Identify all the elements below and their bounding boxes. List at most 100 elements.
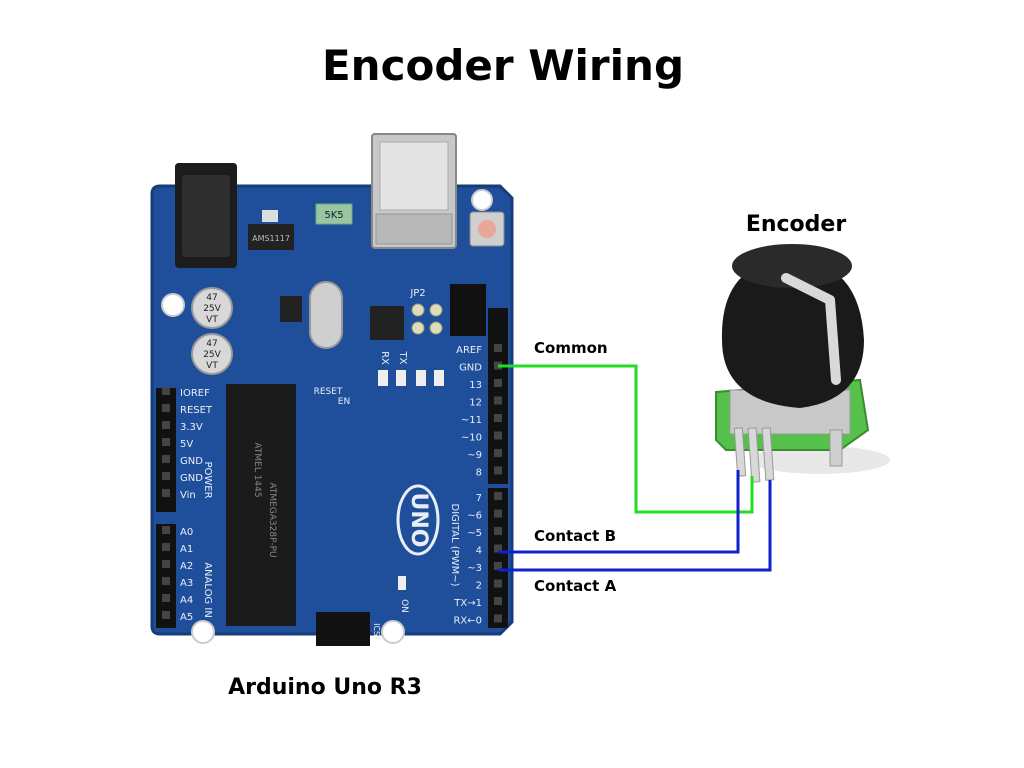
mount-hole: [471, 189, 493, 211]
header-pin: [162, 404, 170, 412]
header-pin: [494, 509, 502, 518]
svg-text:25V: 25V: [203, 350, 221, 360]
header-pin: [494, 597, 502, 605]
svg-text:UNO: UNO: [406, 493, 431, 548]
header-pin: [494, 396, 502, 405]
uno-logo: UNO: [396, 484, 440, 556]
svg-text:JP2: JP2: [409, 288, 425, 299]
mount-hole: [161, 293, 185, 317]
pin-label: RESET: [180, 405, 213, 416]
pin-label: IOREF: [180, 388, 210, 399]
mount-hole: [381, 620, 405, 644]
page-title: Encoder Wiring: [322, 41, 684, 90]
svg-text:RESET: RESET: [314, 387, 343, 397]
wire-contact-b: [498, 470, 740, 554]
icsp-header-bottom: [316, 612, 370, 646]
svg-text:TX: TX: [397, 351, 408, 365]
svg-text:25V: 25V: [203, 304, 221, 314]
header-pin: [162, 421, 170, 429]
atmega-chip: [226, 384, 296, 626]
pin-label: A4: [180, 595, 193, 606]
pin-label: 4: [476, 546, 482, 557]
svg-text:ATMEGA328P-PU: ATMEGA328P-PU: [267, 482, 277, 557]
header-pin: [162, 594, 170, 602]
power-pin-labels: IOREF RESET 3.3V 5V GND GND Vin: [162, 387, 213, 501]
header-pin: [494, 431, 502, 440]
crystal: [309, 281, 343, 349]
header-pin: [494, 579, 502, 588]
header-pin: [494, 466, 502, 475]
pin-label: ~10: [461, 433, 482, 444]
mount-hole: [191, 620, 215, 644]
header-pin: [162, 526, 170, 534]
header-pin: [494, 449, 502, 457]
common-label: Common: [534, 339, 608, 357]
arduino-board: 5K5 AMS1117 47 25V VT 47 25V VT JP2: [150, 133, 514, 646]
contact-a-label: Contact A: [534, 577, 617, 595]
usb-chip: [370, 306, 404, 340]
pin-label: 3.3V: [180, 422, 203, 433]
wire-common: [498, 364, 754, 514]
knob-indicator: [781, 273, 841, 385]
contact-b-label: Contact B: [534, 527, 616, 545]
pin-label: ~5: [467, 528, 482, 539]
header-pin: [494, 492, 502, 500]
svg-text:ICSP: ICSP: [372, 623, 381, 641]
svg-text:AMS1117: AMS1117: [252, 234, 290, 243]
header-pin: [162, 387, 170, 395]
power-header: [156, 388, 176, 512]
icsp-header-top: [450, 284, 486, 336]
svg-text:47: 47: [206, 293, 217, 303]
pin-label: ~11: [461, 415, 482, 426]
encoder-pin: [761, 427, 775, 481]
pin-label: 13: [469, 380, 482, 391]
pin-label: 8: [476, 468, 482, 479]
board-caption: Arduino Uno R3: [228, 675, 422, 700]
header-pin: [162, 611, 170, 619]
encoder-pin: [747, 427, 761, 483]
header-pin: [494, 614, 502, 623]
pin-label: 2: [476, 581, 482, 592]
header-pin: [494, 379, 502, 387]
svg-text:ON: ON: [399, 599, 409, 613]
pin-label: 5V: [180, 439, 193, 450]
svg-text:47: 47: [206, 339, 217, 349]
header-pin: [162, 472, 170, 480]
digital-header-bottom: [488, 488, 508, 628]
analog-header: [156, 524, 176, 628]
header-pin: [162, 489, 170, 497]
svg-text:RX: RX: [379, 351, 390, 365]
jp2-header: [411, 303, 443, 335]
pin-label: A1: [180, 544, 193, 555]
svg-text:VT: VT: [206, 361, 218, 371]
header-pin: [494, 544, 502, 553]
rotary-encoder: [715, 244, 890, 483]
wire-contact-a: [498, 480, 772, 572]
pin-label: 7: [476, 493, 482, 504]
pin-label: A3: [180, 578, 193, 589]
header-pin: [494, 414, 502, 422]
pin-label: TX→1: [453, 598, 482, 609]
svg-text:POWER: POWER: [202, 461, 213, 498]
capacitor: 47 25V VT: [191, 333, 233, 375]
voltage-regulator: [248, 224, 294, 250]
header-pin: [494, 527, 502, 535]
svg-text:DIGITAL (PWM~): DIGITAL (PWM~): [449, 504, 460, 587]
header-pin: [162, 543, 170, 551]
pin-label: 12: [469, 398, 482, 409]
header-pin: [162, 438, 170, 446]
svg-text:EN: EN: [338, 397, 350, 407]
header-pin: [162, 455, 170, 463]
pin-label: A0: [180, 527, 193, 538]
pin-label: GND: [459, 363, 482, 374]
header-pin: [494, 562, 502, 570]
pin-label: GND: [180, 473, 203, 484]
svg-text:5K5: 5K5: [324, 210, 343, 221]
pin-label: Vin: [180, 490, 196, 501]
pin-label: ~9: [467, 450, 482, 461]
pin-label: RX←0: [453, 616, 482, 627]
header-pin: [162, 577, 170, 585]
pin-label: GND: [180, 456, 203, 467]
